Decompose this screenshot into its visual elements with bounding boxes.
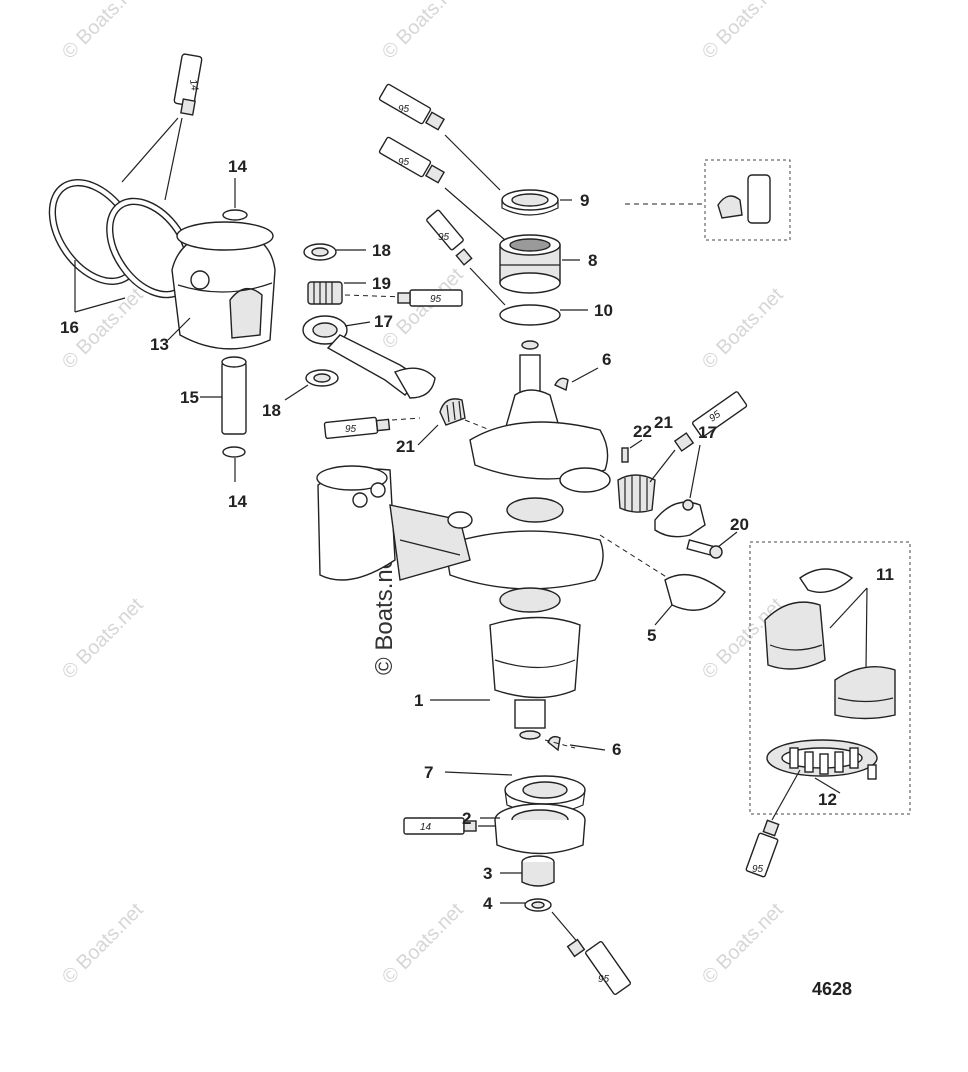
connecting-rod[interactable] bbox=[302, 315, 436, 399]
callout-6-upper: 6 bbox=[602, 350, 611, 369]
callout-21-right: 21 bbox=[654, 413, 673, 432]
callout-22: 22 bbox=[633, 422, 652, 441]
thrust-washer[interactable] bbox=[303, 243, 337, 261]
sealant-tube-95[interactable]: 95 bbox=[745, 819, 780, 878]
sleeve[interactable] bbox=[521, 855, 555, 887]
sealant-tube-95[interactable]: 95 bbox=[566, 938, 632, 995]
o-ring[interactable] bbox=[499, 304, 561, 326]
callout-3: 3 bbox=[483, 864, 492, 883]
detail-inset-bearing-kit bbox=[749, 541, 911, 815]
piston-pin-retainer[interactable] bbox=[222, 446, 246, 458]
tube-label: 95 bbox=[752, 864, 764, 875]
sealant-tube-95[interactable]: 95 bbox=[378, 83, 446, 131]
watermark: © Boats.net bbox=[378, 264, 468, 354]
piston-rod-assembly[interactable] bbox=[316, 465, 473, 581]
callout-18-upper: 18 bbox=[372, 241, 391, 260]
roller-bearing[interactable] bbox=[499, 234, 561, 294]
woodruff-key[interactable] bbox=[547, 735, 561, 752]
tube-label: 95 bbox=[398, 104, 410, 115]
piston-rings[interactable] bbox=[31, 163, 211, 314]
callout-17-right: 17 bbox=[698, 423, 717, 442]
callout-7: 7 bbox=[424, 763, 433, 782]
piston[interactable] bbox=[171, 221, 276, 350]
sealant-tube-95[interactable]: 95 bbox=[323, 416, 391, 440]
leader-lines bbox=[74, 178, 738, 904]
dowel-pin[interactable] bbox=[621, 447, 629, 463]
watermarks: © Boats.net © Boats.net © Boats.net © Bo… bbox=[58, 0, 788, 989]
callout-21-left: 21 bbox=[396, 437, 415, 456]
tube-label: 95 bbox=[438, 232, 450, 243]
tube-label: 95 bbox=[430, 294, 442, 305]
callout-14-upper: 14 bbox=[228, 157, 247, 176]
callout-14-lower: 14 bbox=[228, 492, 247, 511]
callout-11: 11 bbox=[876, 565, 894, 584]
sealant-tube-95[interactable]: 95 bbox=[426, 209, 473, 266]
sealant-tube-14[interactable]: 14 bbox=[173, 53, 203, 116]
callout-15: 15 bbox=[180, 388, 199, 407]
tube-label: 14 bbox=[187, 79, 200, 92]
tube-label: 95 bbox=[598, 974, 610, 985]
bearing-half-upper[interactable] bbox=[764, 601, 826, 670]
callout-6-lower: 6 bbox=[612, 740, 621, 759]
retaining-ring[interactable] bbox=[664, 573, 726, 611]
needle-rollers[interactable] bbox=[766, 739, 878, 780]
needle-bearing[interactable] bbox=[307, 281, 343, 305]
woodruff-key[interactable] bbox=[554, 377, 569, 392]
ball-bearing[interactable] bbox=[494, 803, 586, 855]
watermark: © Boats.net bbox=[698, 899, 788, 989]
tube-label: 95 bbox=[345, 424, 357, 435]
callout-13: 13 bbox=[150, 335, 169, 354]
lower-seal-carrier[interactable] bbox=[504, 775, 586, 814]
callout-9: 9 bbox=[580, 191, 589, 210]
callout-16: 16 bbox=[60, 318, 79, 337]
callout-18-lower: 18 bbox=[262, 401, 281, 420]
callout-20: 20 bbox=[730, 515, 749, 534]
needle-bearing[interactable] bbox=[617, 474, 656, 513]
callout-10: 10 bbox=[594, 301, 613, 320]
sealant-tube-14[interactable]: 14 bbox=[403, 817, 477, 835]
retaining-ring-small[interactable] bbox=[799, 568, 854, 593]
detail-inset-bearing bbox=[704, 159, 791, 241]
piston-pin-retainer[interactable] bbox=[222, 209, 248, 221]
figure-number: 4628 bbox=[812, 979, 852, 999]
callout-4: 4 bbox=[483, 894, 493, 913]
callout-numbers: 14 14 16 13 15 18 19 17 18 21 9 8 10 6 2… bbox=[60, 157, 894, 913]
sealant-tube-95[interactable]: 95 bbox=[397, 289, 463, 307]
callout-8: 8 bbox=[588, 251, 597, 270]
watermark: © Boats.net bbox=[698, 284, 788, 374]
tube-label: 95 bbox=[398, 157, 410, 168]
thrust-washer[interactable] bbox=[305, 369, 339, 387]
callout-2: 2 bbox=[462, 809, 471, 828]
watermark: © Boats.net bbox=[378, 0, 468, 64]
callout-5: 5 bbox=[647, 626, 656, 645]
sealant-tube-95[interactable]: 95 bbox=[673, 391, 748, 452]
callout-17-left: 17 bbox=[374, 312, 393, 331]
watermark: © Boats.net bbox=[698, 0, 788, 64]
sealant-tube-95[interactable]: 95 bbox=[378, 136, 446, 184]
washer[interactable] bbox=[524, 898, 552, 912]
watermark: © Boats.net bbox=[378, 899, 468, 989]
piston-pin[interactable] bbox=[221, 356, 247, 435]
callout-19: 19 bbox=[372, 274, 391, 293]
watermark: © Boats.net bbox=[58, 899, 148, 989]
watermark: © Boats.net bbox=[58, 594, 148, 684]
connecting-rod-cap[interactable] bbox=[654, 499, 706, 538]
bearing-cage-half[interactable] bbox=[439, 398, 466, 426]
tube-label: 14 bbox=[420, 822, 432, 833]
bearing-half-lower[interactable] bbox=[834, 665, 896, 720]
callout-1: 1 bbox=[414, 691, 423, 710]
crankshaft[interactable] bbox=[444, 340, 611, 740]
oil-seal[interactable] bbox=[501, 189, 559, 216]
watermark: © Boats.net bbox=[58, 0, 148, 64]
callout-12: 12 bbox=[818, 790, 837, 809]
rod-cap-screw[interactable] bbox=[686, 539, 723, 559]
